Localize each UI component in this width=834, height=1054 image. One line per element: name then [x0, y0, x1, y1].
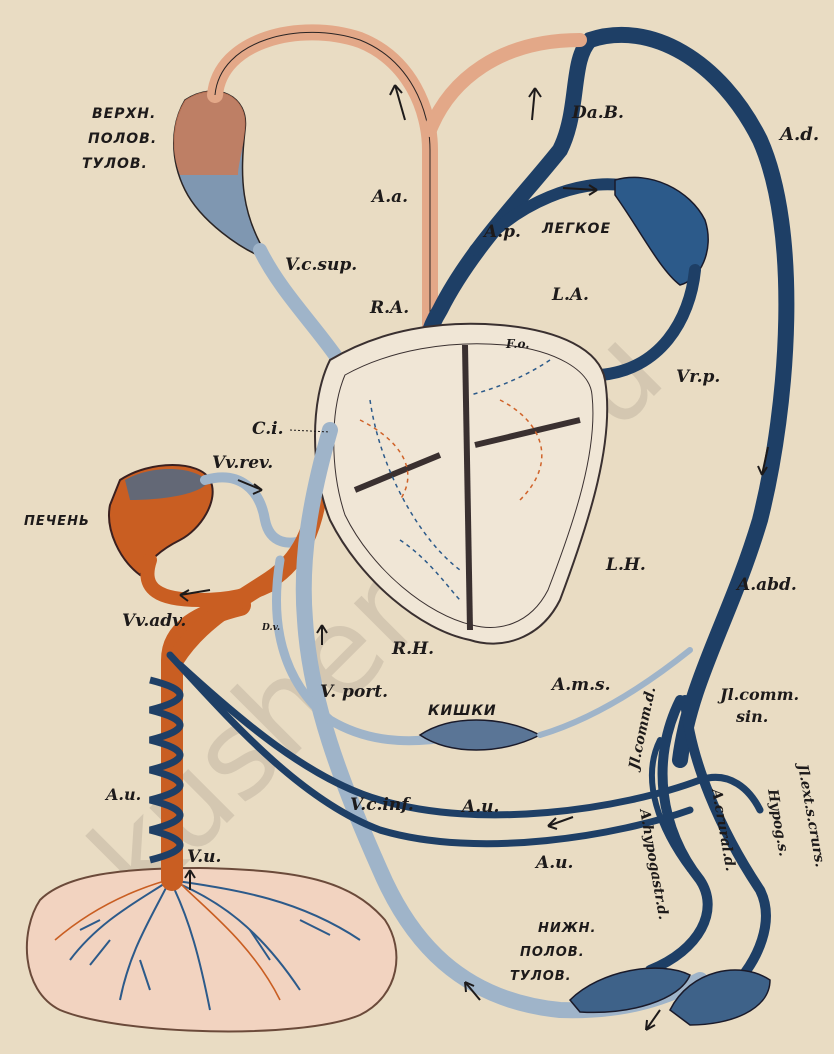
label-v-port: V. port.	[320, 682, 388, 702]
label-l-h: L.H.	[605, 555, 646, 575]
ductus-arteriosus-link	[430, 40, 580, 130]
label-a-abd: A.abd.	[735, 575, 797, 595]
label-upper-body-3: ТУЛОВ.	[82, 156, 148, 172]
label-lower-body-1: НИЖН.	[538, 921, 597, 936]
label-intestines: КИШКИ	[428, 703, 497, 719]
label-r-a: R.A.	[369, 298, 409, 318]
label-il-comm-sin-2: sin.	[735, 707, 768, 726]
label-lower-body-3: ТУЛОВ.	[510, 969, 572, 984]
label-il-ext-s: Jl.ext.s.crurs.	[794, 760, 828, 869]
label-hypog-s: Hypog.s.	[764, 787, 792, 858]
label-a-u-low: A.u.	[534, 853, 573, 873]
label-l-a: L.A.	[551, 285, 589, 305]
label-lower-body-2: ПОЛОВ.	[520, 945, 585, 960]
label-vv-rev: Vv.rev.	[212, 453, 273, 473]
intestines	[420, 720, 540, 750]
label-v-c-sup: V.c.sup.	[285, 255, 357, 275]
label-r-h: R.H.	[391, 639, 434, 659]
label-upper-body-2: ПОЛОВ.	[88, 131, 157, 147]
label-a-d: A.d.	[778, 124, 819, 145]
label-lung: ЛЕГКОЕ	[541, 221, 611, 237]
label-f-o: F.o.	[505, 337, 529, 351]
label-a-m-s: A.m.s.	[550, 675, 611, 695]
vv-advehentes	[147, 560, 270, 600]
label-v-c-inf: V.c.inf.	[350, 795, 414, 815]
placenta	[27, 868, 397, 1031]
label-a-p: A.p.	[482, 222, 521, 242]
upper-body-arterial-part	[174, 91, 246, 175]
label-liver: ПЕЧЕНЬ	[24, 514, 90, 529]
label-da-b: Da.B.	[571, 103, 624, 123]
label-c-i: C.i.	[252, 419, 284, 439]
label-v-u: V.u.	[187, 847, 221, 867]
label-d-v: D.v.	[261, 623, 280, 633]
label-upper-body-1: ВЕРХН.	[92, 106, 156, 122]
label-v-p: Vr.p.	[676, 367, 720, 387]
label-a-u-mid: A.u.	[460, 797, 499, 817]
label-a-u-left: A.u.	[104, 785, 141, 804]
label-il-comm-sin-1: Jl.comm.	[717, 685, 799, 704]
label-vv-adv: Vv.adv.	[122, 611, 186, 631]
label-a-a: A.a.	[370, 187, 408, 207]
label-a-crural-d: A.crural.d.	[708, 786, 739, 873]
